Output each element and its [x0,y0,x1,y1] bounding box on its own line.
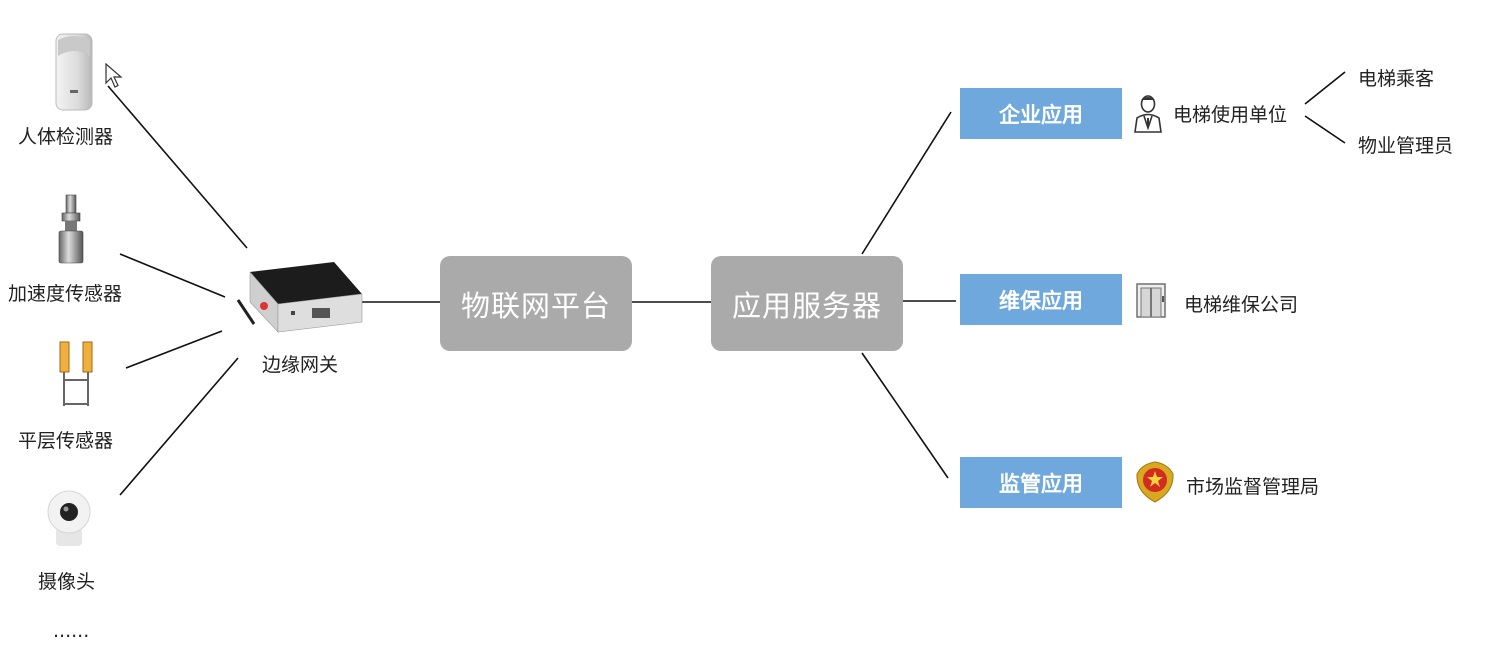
line-user-to-passenger [1304,71,1346,105]
supervision-app-box: 监管应用 [960,457,1122,508]
supervision-target-label: 市场监督管理局 [1186,476,1320,498]
elevator-door-icon [1136,283,1166,318]
sensor-label-leveling: 平层传感器 [18,430,114,452]
app-server-box: 应用服务器 [711,256,903,351]
maintenance-target-label: 电梯维保公司 [1184,294,1299,316]
enterprise-target-label: 电梯使用单位 [1173,104,1288,126]
line-camera-to-gateway [119,357,239,496]
line-user-to-manager [1304,115,1346,144]
iot-platform-box: 物联网平台 [440,256,632,351]
enterprise-app-box: 企业应用 [960,88,1122,139]
camera-icon [47,490,91,546]
gateway-label: 边缘网关 [262,354,339,376]
user-manager-label: 物业管理员 [1358,135,1454,157]
gateway-device-icon [236,262,363,333]
mouse-cursor-icon [105,63,123,88]
line-server-to-supervision [861,352,949,479]
person-icon [1134,95,1162,133]
emblem-icon [1136,461,1174,503]
sensor-label-camera: 摄像头 [38,571,96,593]
user-passenger-label: 电梯乘客 [1358,68,1435,90]
line-level-to-gateway [125,330,223,369]
line-motion-to-gateway [107,85,248,249]
sensor-label-more: ...... [53,620,90,642]
motion-detector-icon [55,33,93,111]
leveling-sensor-icon [59,341,93,406]
accelerometer-icon [58,194,84,264]
maintenance-app-box: 维保应用 [960,274,1122,325]
line-server-to-enterprise [861,111,952,255]
sensor-label-accelerometer: 加速度传感器 [8,283,123,305]
line-accel-to-gateway [119,253,226,298]
sensor-label-motion: 人体检测器 [18,126,114,148]
